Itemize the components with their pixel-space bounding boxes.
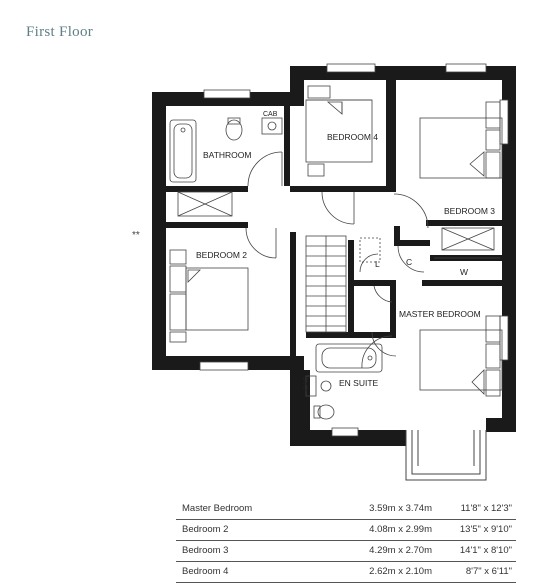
room-name: Bedroom 2 [176, 519, 316, 541]
floor-plan: BATHROOM CAB BEDROOM 4 BEDROOM 3 BEDROOM… [152, 63, 516, 481]
label-linen: L [375, 259, 380, 269]
table-row: Bedroom 3 4.29m x 2.70m 14'1" x 8'10" [176, 540, 516, 562]
bedroom2-bed [169, 249, 249, 343]
label-bedroom2: BEDROOM 2 [196, 250, 247, 260]
room-metric: 2.62m x 2.10m [316, 561, 446, 583]
bedroom4-bed [305, 85, 373, 177]
loft-hatch [359, 237, 381, 263]
bathroom-fixtures [169, 117, 283, 217]
table-row: Bedroom 2 4.08m x 2.99m 13'5" x 9'10" [176, 519, 516, 541]
label-bedroom4: BEDROOM 4 [327, 132, 378, 142]
label-cab-bathroom: CAB [263, 111, 278, 118]
room-dimensions-table: Master Bedroom 3.59m x 3.74m 11'8" x 12'… [176, 499, 516, 583]
room-name: Master Bedroom [176, 499, 316, 520]
bedroom3-wardrobe [434, 227, 500, 259]
table-row: Bedroom 4 2.62m x 2.10m 8'7" x 6'11" [176, 561, 516, 583]
label-wardrobe: W [460, 267, 468, 277]
bay-window [405, 430, 487, 481]
label-cab-ensuite: CAB [303, 376, 310, 391]
label-cupboard: C [406, 257, 412, 267]
label-bedroom3: BEDROOM 3 [444, 206, 495, 216]
room-metric: 4.08m x 2.99m [316, 519, 446, 541]
staircase [305, 235, 347, 333]
room-imperial: 11'8" x 12'3" [446, 499, 516, 520]
room-name: Bedroom 4 [176, 561, 316, 583]
room-metric: 3.59m x 3.74m [316, 499, 446, 520]
table-row: Master Bedroom 3.59m x 3.74m 11'8" x 12'… [176, 499, 516, 520]
floor-heading: First Floor [26, 24, 94, 40]
room-metric: 4.29m x 2.70m [316, 540, 446, 562]
footnote-marker: ** [132, 230, 140, 241]
windows [199, 63, 509, 437]
bedroom3-bed [419, 101, 503, 179]
doors [245, 151, 429, 369]
master-bed [419, 315, 503, 397]
room-name: Bedroom 3 [176, 540, 316, 562]
label-master-bedroom: MASTER BEDROOM [399, 309, 481, 319]
room-imperial: 14'1" x 8'10" [446, 540, 516, 562]
label-ensuite: EN SUITE [339, 378, 379, 388]
ensuite-fixtures [305, 343, 383, 420]
room-imperial: 8'7" x 6'11" [446, 561, 516, 583]
label-bathroom: BATHROOM [203, 150, 251, 160]
room-imperial: 13'5" x 9'10" [446, 519, 516, 541]
